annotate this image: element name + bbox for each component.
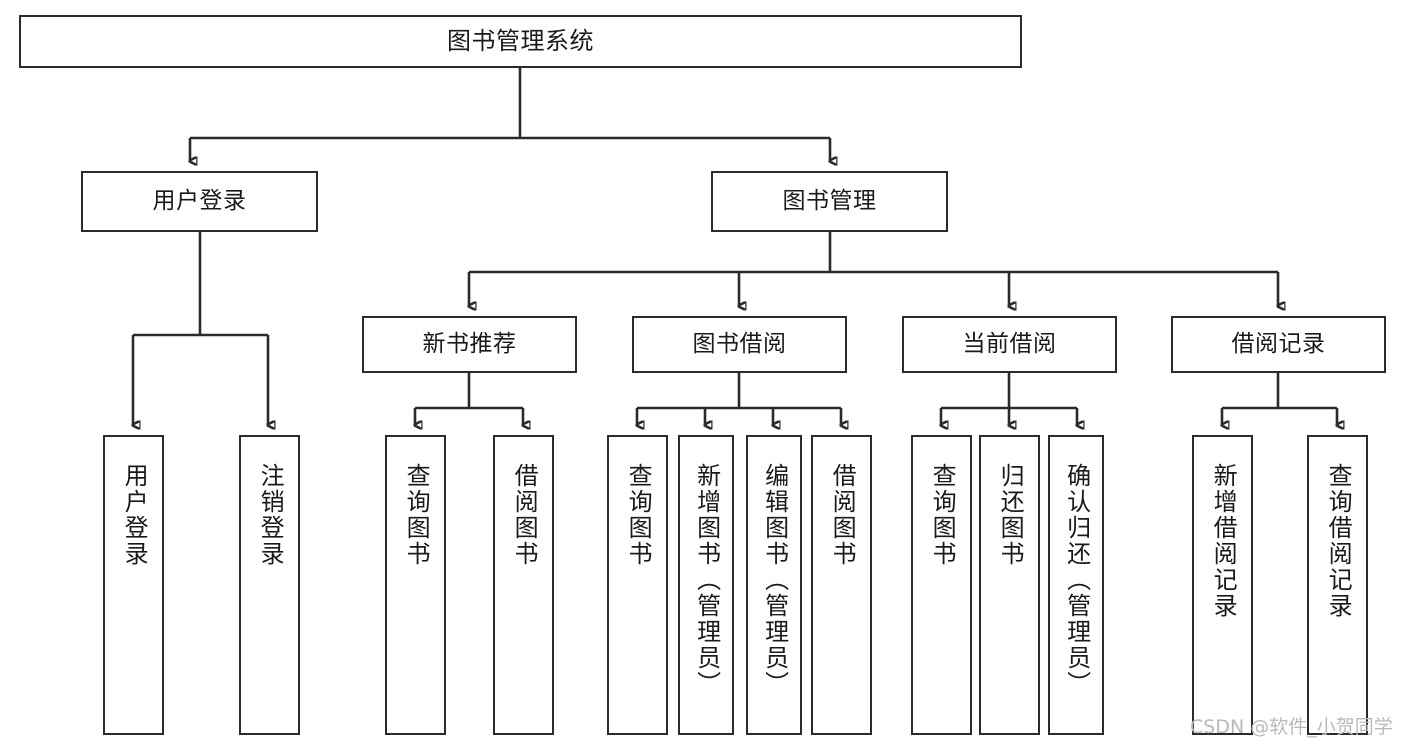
leaf-query-borrow-record[interactable]: 查询借阅记录 [1307,435,1368,735]
node-label: 借阅图书 [828,463,857,567]
node-label: 新增图书（管理员） [692,463,721,697]
node-label: 查询借阅记录 [1324,463,1353,619]
node-current-borrow[interactable]: 当前借阅 [902,316,1117,373]
leaf-edit-book-admin[interactable]: 编辑图书（管理员） [746,435,802,735]
leaf-add-book-admin[interactable]: 新增图书（管理员） [678,435,734,735]
node-label: 图书借阅 [692,330,787,357]
node-label: 当前借阅 [962,330,1057,357]
leaf-add-borrow-record[interactable]: 新增借阅记录 [1192,435,1253,735]
node-new-book-recommend[interactable]: 新书推荐 [362,316,577,373]
node-label: 图书管理 [782,187,877,214]
node-label: 用户登录 [120,463,149,567]
node-label: 借阅图书 [510,463,539,567]
node-label: 用户登录 [152,187,247,214]
leaf-return-book[interactable]: 归还图书 [979,435,1040,735]
leaf-borrow-book[interactable]: 借阅图书 [811,435,872,735]
node-root-system[interactable]: 图书管理系统 [19,15,1022,68]
node-label: 编辑图书（管理员） [760,463,789,697]
node-user-login[interactable]: 用户登录 [81,171,318,232]
node-label: 借阅记录 [1231,330,1326,357]
node-label: 归还图书 [996,463,1025,567]
node-label: 确认归还（管理员） [1062,463,1091,697]
node-label: 注销登录 [256,463,285,567]
leaf-query-book-recommend[interactable]: 查询图书 [385,435,446,735]
leaf-logout[interactable]: 注销登录 [239,435,300,735]
node-label: 查询图书 [624,463,653,567]
leaf-borrow-book-recommend[interactable]: 借阅图书 [493,435,554,735]
leaf-query-book-borrow[interactable]: 查询图书 [607,435,668,735]
leaf-query-book-current[interactable]: 查询图书 [911,435,972,735]
node-label: 新书推荐 [422,330,517,357]
node-label: 查询图书 [928,463,957,567]
watermark-text: CSDN @软件_小贺同学 [1190,716,1393,738]
node-label: 查询图书 [402,463,431,567]
node-book-borrow[interactable]: 图书借阅 [632,316,847,373]
node-borrow-record[interactable]: 借阅记录 [1171,316,1386,373]
node-book-management[interactable]: 图书管理 [711,171,948,232]
node-label: 图书管理系统 [447,27,594,56]
node-label: 新增借阅记录 [1209,463,1238,619]
leaf-user-login[interactable]: 用户登录 [103,435,164,735]
leaf-confirm-return-admin[interactable]: 确认归还（管理员） [1048,435,1104,735]
